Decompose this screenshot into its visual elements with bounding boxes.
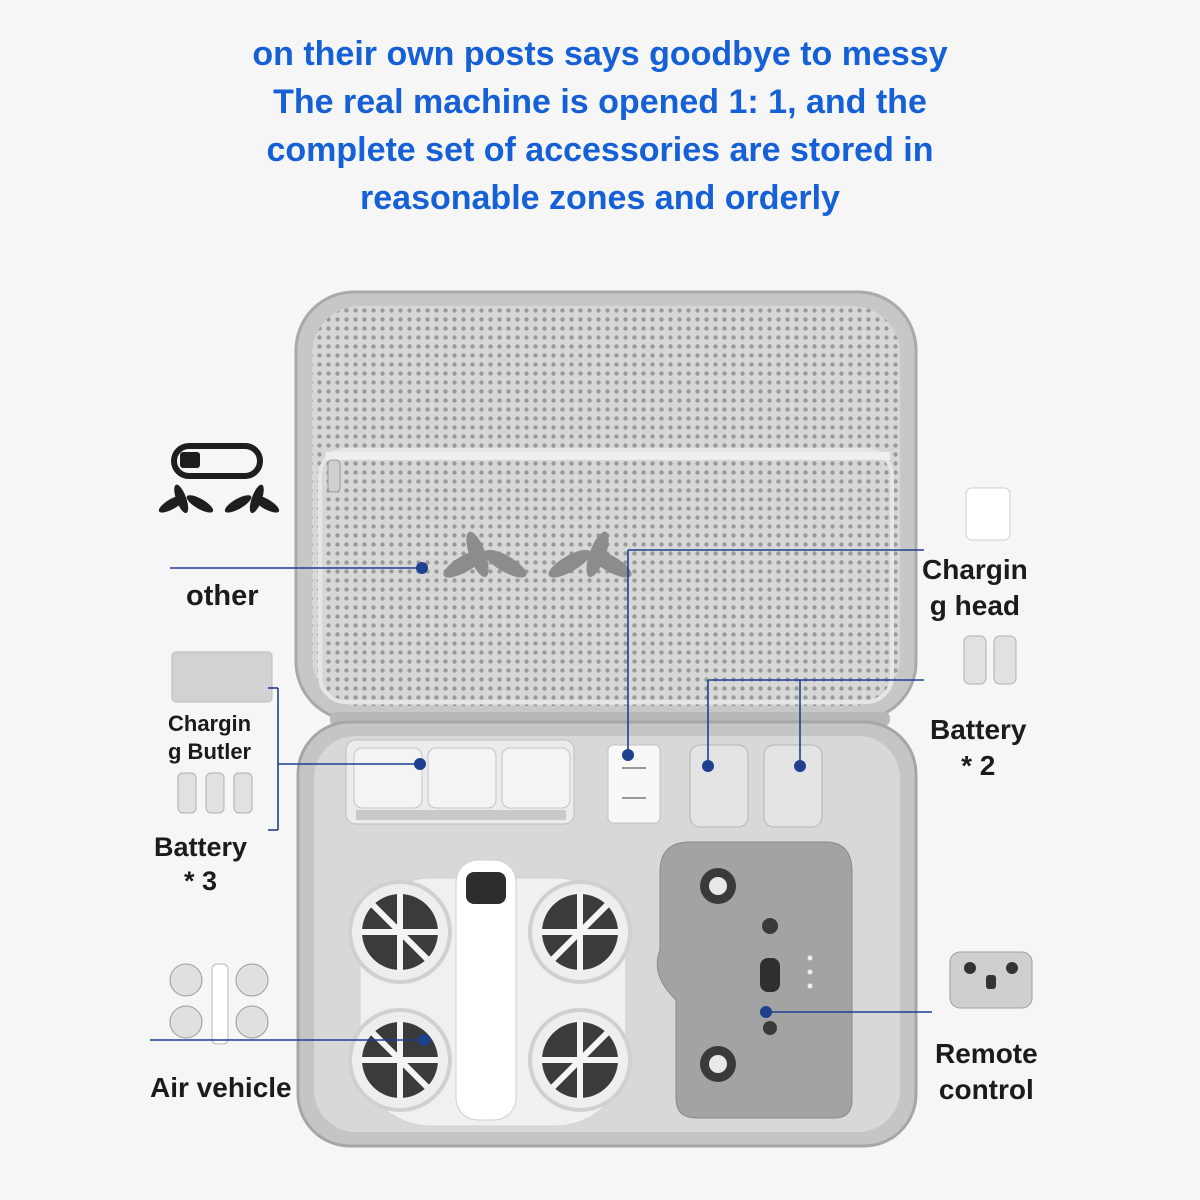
usb-cable-icon	[171, 443, 263, 479]
label-battery-3: Battery * 3	[154, 830, 247, 898]
drone-rotor	[528, 1008, 632, 1112]
drone-icon	[169, 963, 269, 1045]
drone-rotor	[348, 880, 452, 984]
case-base	[296, 720, 918, 1148]
drone-rotor	[348, 1008, 452, 1112]
label-charging-head: Chargin g head	[922, 552, 1028, 624]
headline-line-4: reasonable zones and orderly	[360, 179, 840, 217]
label-battery-2-line-2: * 2	[961, 750, 996, 781]
label-battery-2-line-1: Battery	[930, 714, 1027, 745]
label-charging-head-line-1: Chargin	[922, 554, 1028, 585]
label-charging-butler-line-2: g Butler	[168, 739, 252, 764]
battery-icon-group	[177, 772, 253, 814]
remote-controller	[656, 841, 853, 1119]
battery	[689, 744, 749, 828]
label-battery-3-line-1: Battery	[154, 832, 248, 862]
callout-dots	[414, 562, 806, 1046]
label-battery-3-line-2: * 3	[184, 866, 218, 896]
propeller-icon	[548, 531, 632, 578]
label-remote-control-line-1: Remote	[935, 1038, 1038, 1069]
label-remote-control-line-2: control	[938, 1074, 1034, 1105]
zipper-pull-icon	[327, 459, 341, 493]
case-lid	[294, 290, 918, 722]
label-other: other	[186, 580, 259, 612]
battery-icon-group	[963, 635, 1017, 685]
drone	[348, 859, 632, 1127]
callout-lines	[150, 549, 932, 1041]
charging-head	[607, 744, 661, 824]
camera-icon	[466, 872, 506, 904]
propeller-icon	[224, 484, 280, 514]
label-charging-butler: Chargin g Butler	[168, 710, 251, 766]
remote-controller-icon	[949, 951, 1033, 1009]
charger-plug-icon	[965, 487, 1011, 541]
propeller-icon	[158, 484, 214, 514]
label-air-vehicle: Air vehicle	[150, 1072, 292, 1103]
charging-butler	[345, 739, 575, 825]
label-remote-control: Remote control	[935, 1036, 1038, 1108]
label-battery-2: Battery * 2	[930, 712, 1026, 784]
charging-butler-icon	[171, 651, 273, 703]
battery	[763, 744, 823, 828]
drone-rotor	[528, 880, 632, 984]
propeller-icon	[443, 531, 527, 578]
headline-line-1: on their own posts says goodbye to messy	[252, 35, 948, 73]
label-charging-butler-line-1: Chargin	[168, 711, 252, 736]
headline-line-3: complete set of accessories are stored i…	[266, 131, 934, 169]
headline: on their own posts says goodbye to messy…	[0, 30, 1200, 222]
label-charging-head-line-2: g head	[929, 590, 1020, 621]
headline-line-2: The real machine is opened 1: 1, and the	[273, 83, 927, 121]
